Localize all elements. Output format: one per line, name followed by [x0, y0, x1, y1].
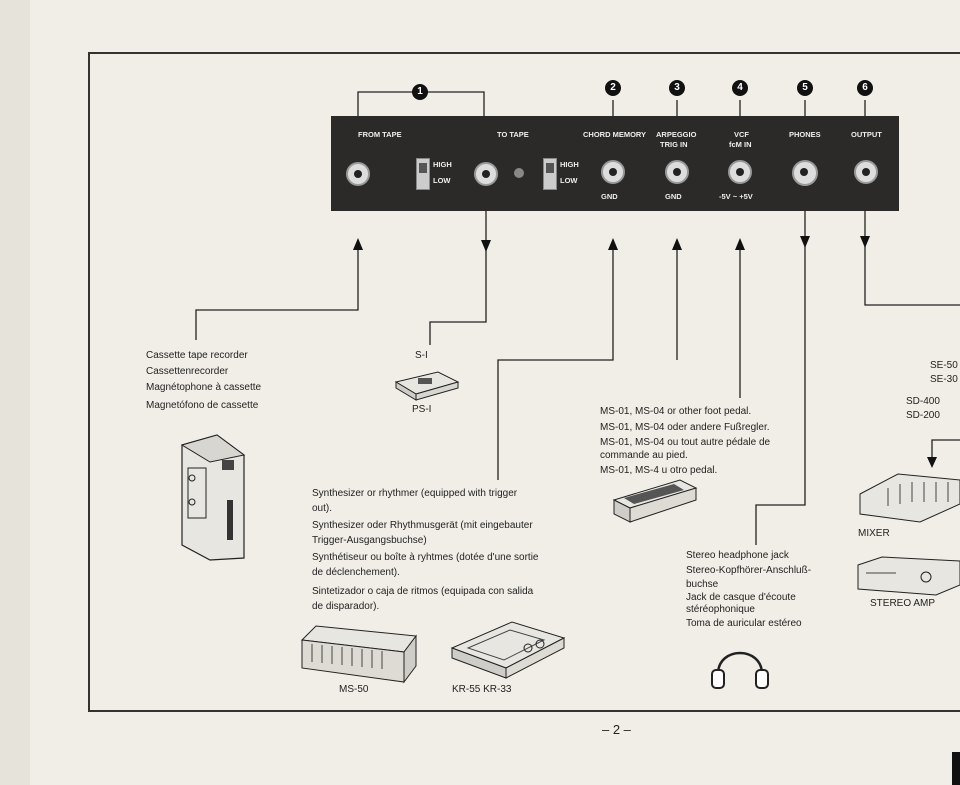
high-label-1: HIGH — [433, 160, 452, 169]
synth-line-6: de déclenchement). — [312, 567, 400, 578]
chord-memory-label: CHORD MEMORY — [583, 130, 647, 139]
pedal-line-2: MS-01, MS-04 oder andere Fußregler. — [600, 422, 770, 433]
phones-line-3: buchse — [686, 579, 719, 590]
s1-label: S-I — [415, 350, 428, 361]
voltage-label: -5V ~ +5V — [719, 192, 753, 201]
synth-line-7: Sintetizador o caja de ritmos (equipada … — [312, 586, 534, 597]
synth-line-2: out). — [312, 503, 333, 514]
arrow-heads — [353, 236, 937, 468]
synth-line-8: de disparador). — [312, 601, 380, 612]
to-tape-label: TO TAPE — [497, 130, 529, 139]
cassette-line-1: Cassette tape recorder — [146, 350, 248, 361]
from-tape-jack — [346, 162, 370, 186]
sd200-label: SD-200 — [906, 410, 940, 421]
pedal-line-3: MS-01, MS-04 ou tout autre pédale de — [600, 437, 771, 448]
fcm-in-label: fcM IN — [729, 140, 752, 149]
cassette-line-2: Cassettenrecorder — [146, 366, 229, 377]
page-number: – 2 – — [602, 722, 631, 737]
kr-label: KR-55 KR-33 — [452, 684, 512, 695]
synth-line-1: Synthesizer or rhythmer (equipped with t… — [312, 488, 518, 499]
low-label-1: LOW — [433, 176, 451, 185]
marker-1: 1 — [412, 84, 428, 100]
phones-line-2: Stereo-Kopfhörer-Anschluß- — [686, 565, 812, 576]
low-label-2: LOW — [560, 176, 578, 185]
pedal-line-5: MS-01, MS-4 u otro pedal. — [600, 465, 718, 476]
synth-line-5: Synthétiseur ou boîte à ryhtmes (dotée d… — [312, 552, 539, 563]
phones-line-5: stéréophonique — [686, 604, 755, 615]
output-label: OUTPUT — [851, 130, 882, 139]
trig-in-label: TRIG IN — [660, 140, 688, 149]
cassette-recorder-image — [180, 434, 246, 561]
level-knob-icon — [514, 168, 524, 178]
chord-memory-jack — [601, 160, 625, 184]
pedal-line-1: MS-01, MS-04 or other foot pedal. — [600, 406, 752, 417]
marker-3: 3 — [669, 80, 685, 96]
vcf-label: VCF — [734, 130, 749, 139]
phones-line-6: Toma de auricular estéreo — [686, 618, 802, 629]
cassette-line-3: Magnétophone à cassette — [146, 382, 262, 393]
phones-jack — [792, 160, 818, 186]
marker-2: 2 — [605, 80, 621, 96]
page-edge-mark — [952, 752, 960, 785]
synth-line-4: Trigger-Ausgangsbuchse) — [312, 535, 427, 546]
synth-line-3: Synthesizer oder Rhythmusgerät (mit eing… — [312, 520, 533, 531]
cassette-line-4: Magnetófono de cassette — [146, 400, 259, 411]
stereo-amp-image — [857, 556, 960, 596]
gnd-label-1: GND — [601, 192, 618, 201]
kr55-image — [450, 621, 566, 679]
to-tape-jack — [474, 162, 498, 186]
marker-4: 4 — [732, 80, 748, 96]
high-label-2: HIGH — [560, 160, 579, 169]
pedal-line-4: commande au pied. — [600, 450, 688, 461]
arpeggio-label: ARPEGGIO — [656, 130, 697, 139]
to-tape-level-switch — [543, 158, 557, 190]
jack-panel: FROM TAPE TO TAPE CHORD MEMORY ARPEGGIO … — [331, 116, 899, 211]
ms50-label: MS-50 — [339, 684, 369, 695]
diagram-frame — [88, 52, 960, 712]
page-edge — [0, 0, 30, 785]
phones-line-4: Jack de casque d'écoute — [686, 592, 796, 603]
phones-label: PHONES — [789, 130, 821, 139]
output-jack — [854, 160, 878, 184]
marker-5: 5 — [797, 80, 813, 96]
ps1-label: PS-I — [412, 404, 432, 415]
mixer-label: MIXER — [858, 528, 890, 539]
sd400-label: SD-400 — [906, 396, 940, 407]
gnd-label-2: GND — [665, 192, 682, 201]
from-tape-level-switch — [416, 158, 430, 190]
vcf-fcm-jack — [728, 160, 752, 184]
se50-label: SE-50 — [930, 360, 958, 371]
from-tape-label: FROM TAPE — [358, 130, 402, 139]
mixer-image — [859, 473, 960, 523]
phones-line-1: Stereo headphone jack — [686, 550, 789, 561]
ms50-image — [300, 625, 417, 684]
stereo-amp-label: STEREO AMP — [870, 598, 936, 609]
se30-label: SE-30 — [930, 374, 958, 385]
footswitch-image — [394, 371, 460, 401]
foot-pedal-image — [612, 479, 698, 523]
headphones-icon — [711, 651, 769, 689]
arpeggio-trig-jack — [665, 160, 689, 184]
marker-6: 6 — [857, 80, 873, 96]
